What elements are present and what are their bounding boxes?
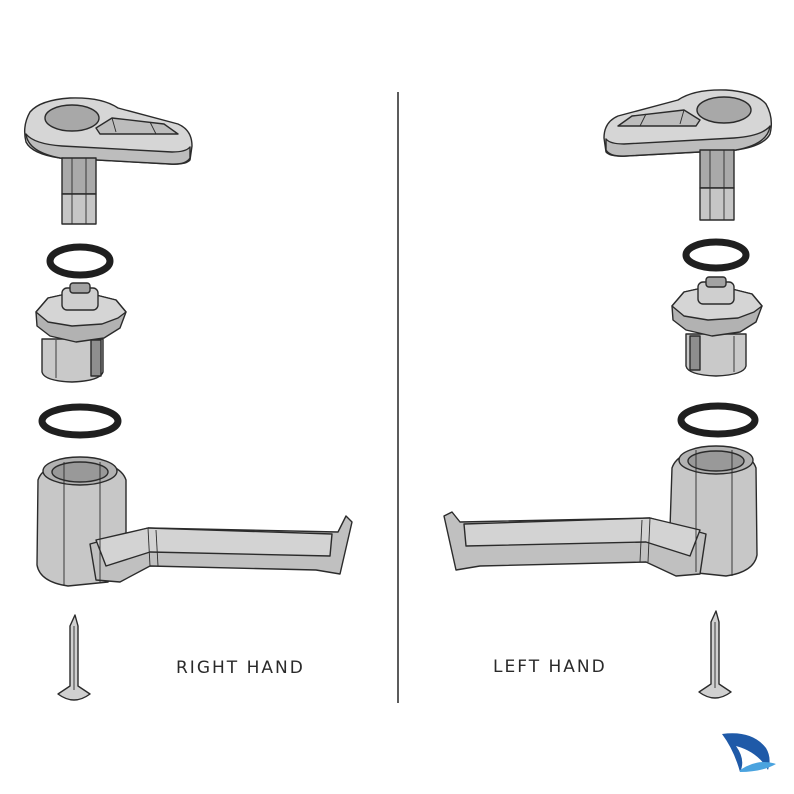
left-bushing: [671, 276, 763, 377]
sail-swoosh-logo-icon: [722, 733, 776, 772]
right-hand-assembly: [23, 97, 353, 701]
right-spindle-key: [23, 97, 193, 225]
right-bushing: [35, 282, 127, 383]
left-washer-bottom: [677, 402, 759, 438]
right-washer-top: [46, 243, 114, 279]
right-washer-bottom: [38, 403, 122, 439]
left-lever-handle: [443, 445, 758, 577]
left-hand-assembly: [443, 89, 773, 699]
left-washer-top: [682, 238, 750, 272]
left-spindle-key: [603, 89, 773, 221]
left-screw: [698, 610, 732, 699]
right-hand-label: RIGHT HAND: [176, 658, 305, 678]
right-screw: [57, 614, 91, 701]
left-hand-label: LEFT HAND: [493, 657, 607, 677]
right-lever-handle: [36, 456, 353, 587]
